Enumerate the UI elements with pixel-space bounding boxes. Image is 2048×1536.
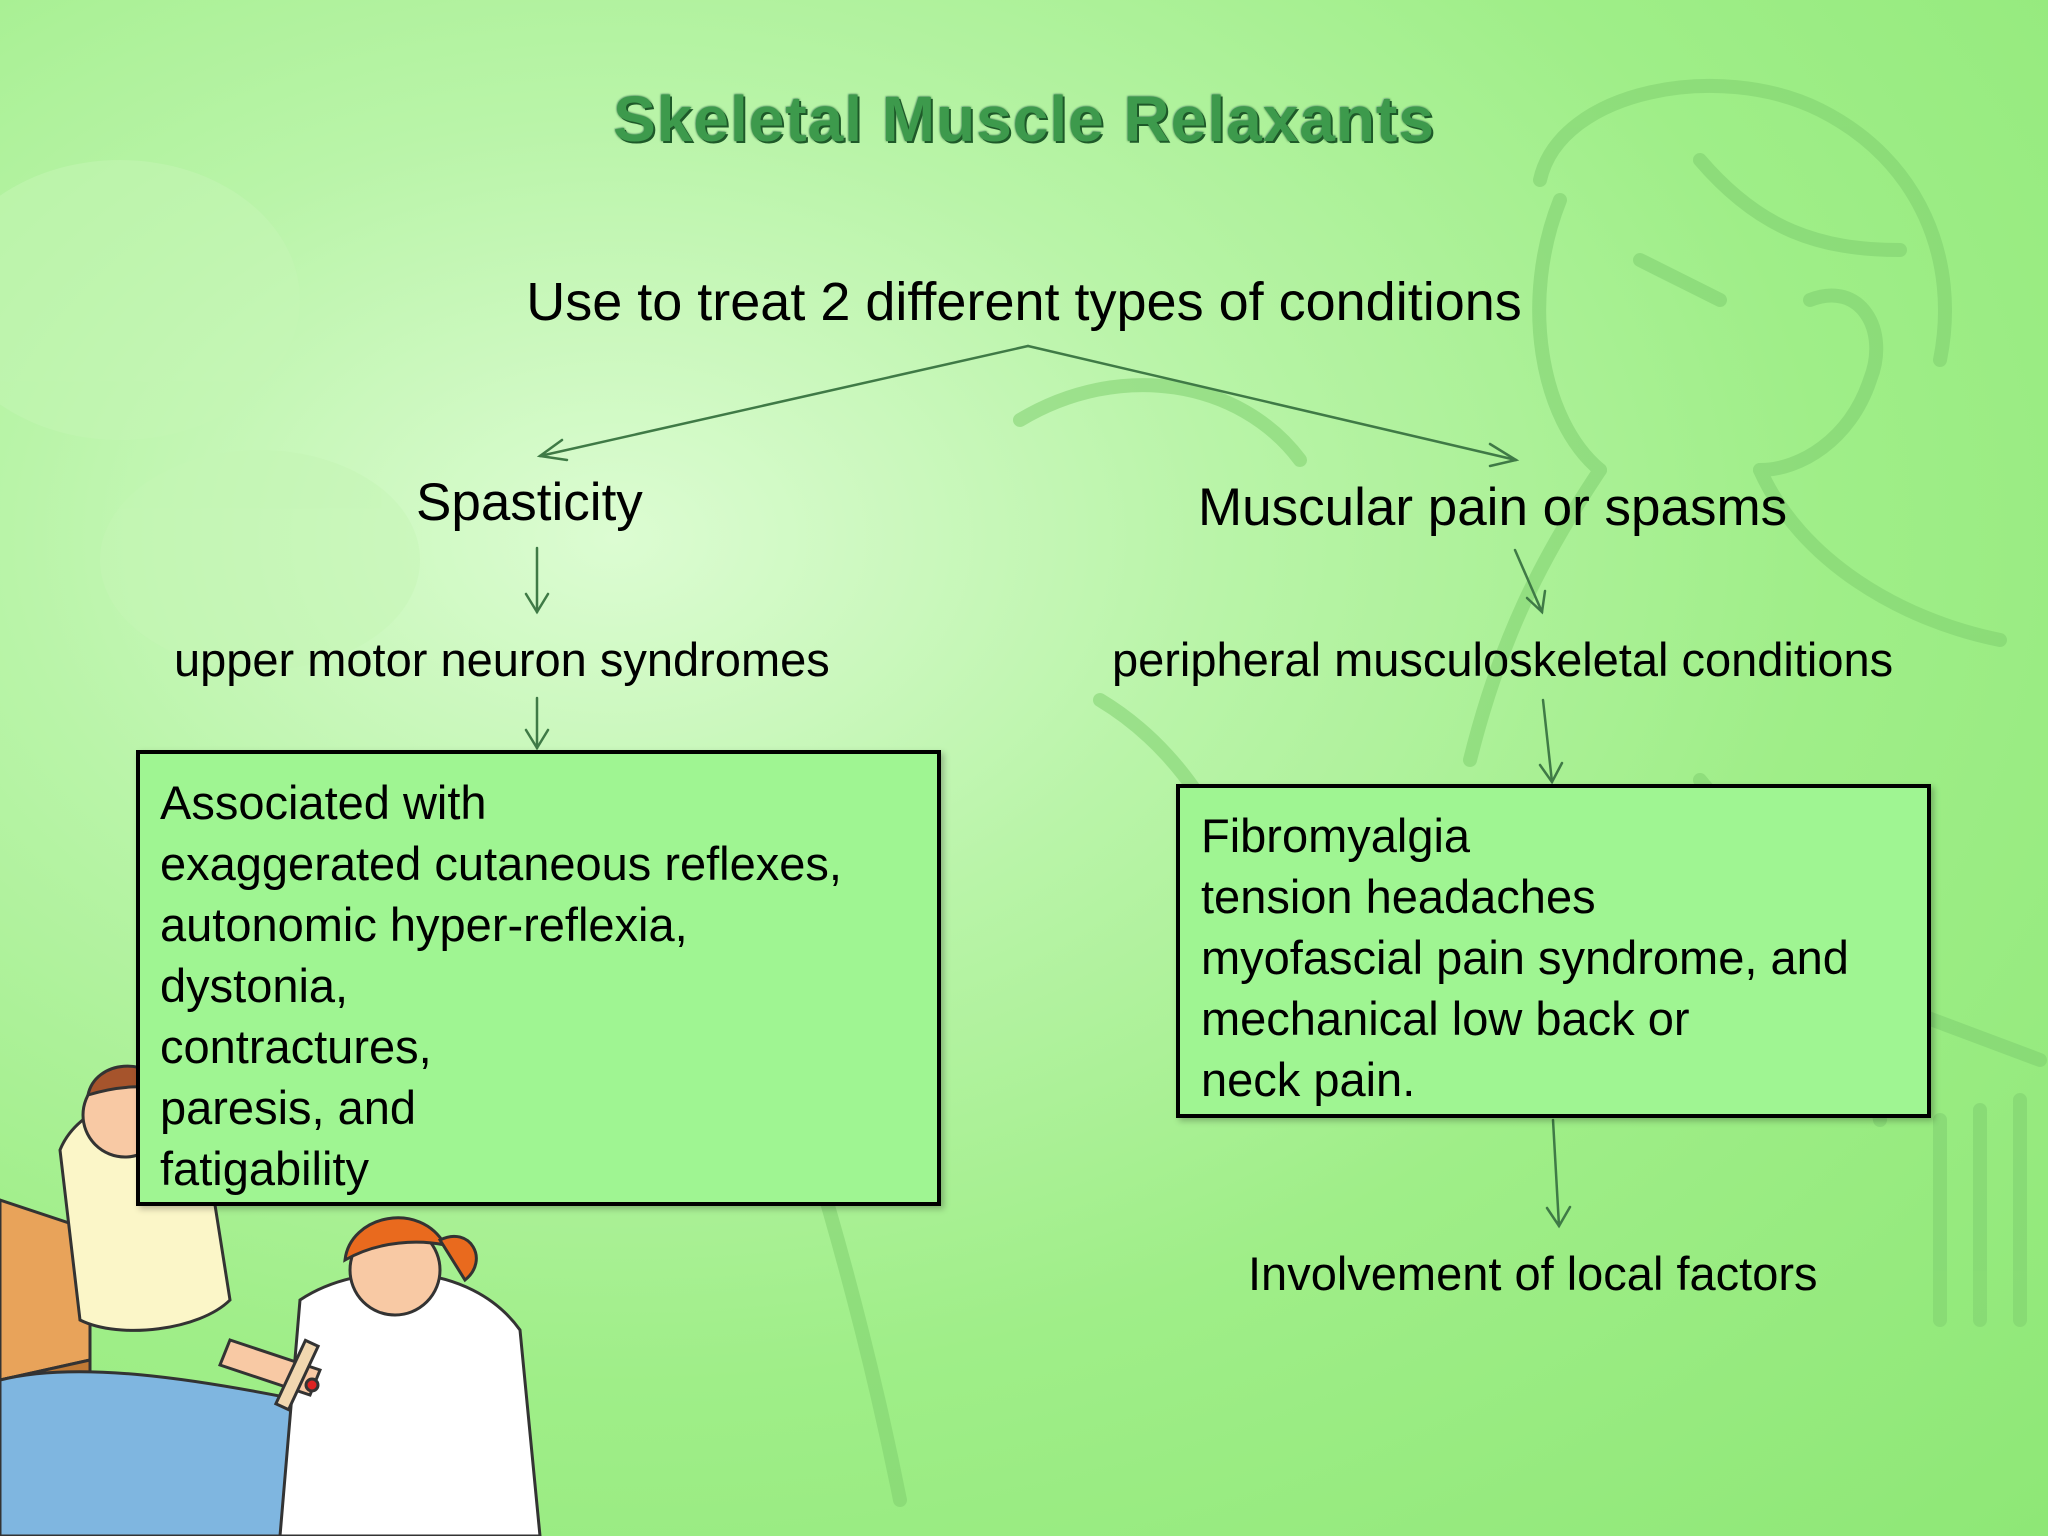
umn-syndromes-label: upper motor neuron syndromes bbox=[174, 633, 830, 686]
detail-line: Associated with bbox=[160, 776, 487, 829]
muscular-pain-details-box: Fibromyalgia tension headaches myofascia… bbox=[1176, 784, 1931, 1118]
muscular-pain-label: Muscular pain or spasms bbox=[1198, 478, 1788, 537]
detail-line: paresis, and bbox=[160, 1081, 417, 1134]
detail-line: neck pain. bbox=[1201, 1053, 1416, 1106]
local-factors-label: Involvement of local factors bbox=[1248, 1247, 1818, 1300]
spasticity-label: Spasticity bbox=[416, 473, 643, 532]
detail-line: exaggerated cutaneous reflexes, bbox=[160, 837, 842, 890]
detail-line: dystonia, bbox=[160, 959, 349, 1012]
slide-title: Skeletal Muscle Relaxants bbox=[613, 83, 1435, 155]
arrow-muscular-pain-to-peripheral bbox=[1513, 548, 1547, 615]
arrow-box-to-local-factors bbox=[1545, 1118, 1572, 1229]
detail-line: Fibromyalgia bbox=[1201, 809, 1471, 862]
detail-line: contractures, bbox=[160, 1020, 432, 1073]
detail-line: mechanical low back or bbox=[1201, 992, 1690, 1045]
arrow-peripheral-to-box bbox=[1538, 698, 1564, 785]
root-statement: Use to treat 2 different types of condit… bbox=[526, 272, 1522, 332]
peripheral-conditions-label: peripheral musculoskeletal conditions bbox=[1112, 633, 1894, 686]
detail-line: fatigability bbox=[160, 1142, 369, 1195]
arrow-spasticity-to-umn bbox=[524, 546, 550, 615]
spasticity-details-box: Associated with exaggerated cutaneous re… bbox=[136, 750, 941, 1206]
arrow-root-to-spasticity bbox=[536, 344, 1030, 462]
arrow-umn-to-box bbox=[524, 696, 550, 751]
arrow-root-to-muscular-pain bbox=[1026, 344, 1520, 468]
detail-line: autonomic hyper-reflexia, bbox=[160, 898, 688, 951]
detail-line: tension headaches bbox=[1201, 870, 1596, 923]
detail-line: myofascial pain syndrome, and bbox=[1201, 931, 1849, 984]
